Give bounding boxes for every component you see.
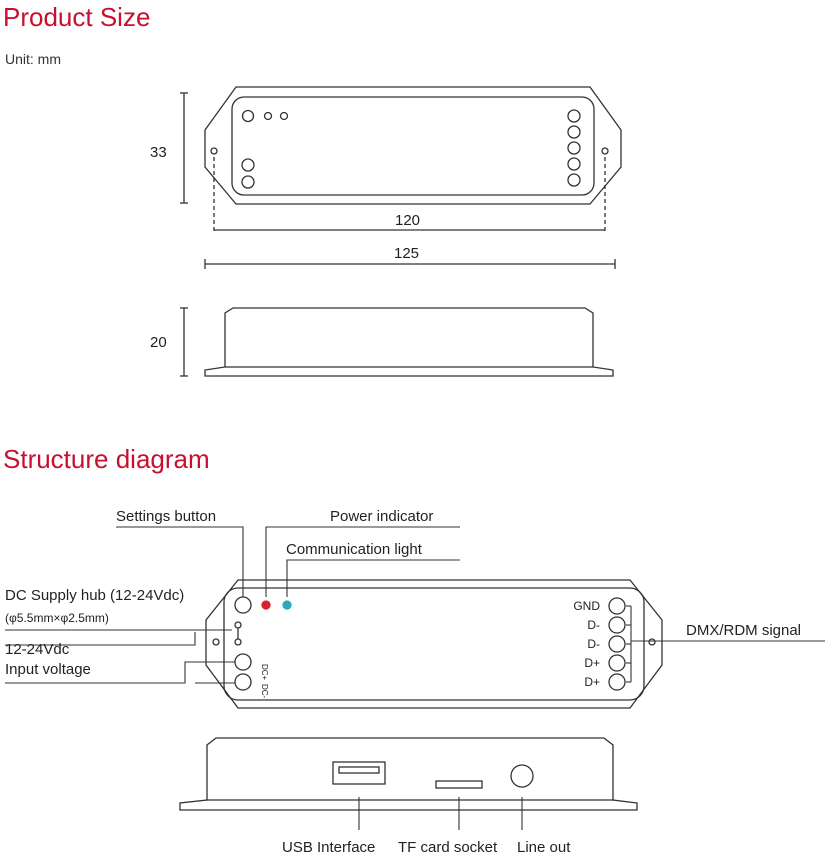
settings-button-label: Settings button	[116, 508, 216, 525]
dim-length-line	[204, 259, 616, 269]
pin-label: D+	[584, 675, 600, 689]
dim-height-text: 33	[150, 144, 167, 161]
pin-label: D-	[587, 637, 600, 651]
dim-hole-spacing-text: 120	[395, 212, 420, 229]
signal-terminals	[608, 597, 626, 691]
power-pin-label: DC-	[260, 684, 269, 699]
dc-supply-label-line1: DC Supply hub (12-24Vdc)	[5, 587, 184, 604]
power-input-terminals	[234, 653, 252, 691]
side-view-outline	[204, 307, 614, 377]
dmx-rdm-label: DMX/RDM signal	[686, 622, 801, 639]
line-out-label: Line out	[517, 839, 571, 856]
tf-card-label: TF card socket	[398, 839, 498, 856]
pin-label: GND	[573, 599, 600, 613]
structure-top-outline	[205, 579, 663, 709]
unit-label: Unit: mm	[5, 51, 61, 67]
product-size-title: Product Size	[3, 2, 151, 32]
dim-height-line	[180, 92, 188, 204]
top-view-outline	[204, 86, 622, 205]
usb-port-inner	[338, 766, 380, 774]
dc-supply-label-line2: (φ5.5mm×φ2.5mm)	[5, 611, 109, 625]
input-voltage-label-line2: Input voltage	[5, 661, 91, 678]
structure-side-outline	[179, 737, 638, 811]
leader-lines	[5, 526, 825, 684]
pin-label: D+	[584, 656, 600, 670]
power-pin-label: DC+	[260, 664, 269, 681]
pin-label: D-	[587, 618, 600, 632]
dc-hub-symbol	[234, 621, 242, 646]
bottom-leader-lines	[358, 797, 523, 830]
dim-length-text: 125	[394, 245, 419, 262]
communication-light-led	[282, 600, 292, 610]
power-indicator-led	[261, 600, 271, 610]
usb-interface-label: USB Interface	[282, 839, 375, 856]
structure-title: Structure diagram	[3, 444, 210, 474]
dim-thickness-line	[180, 307, 188, 377]
line-out-jack[interactable]	[510, 764, 534, 788]
dim-hole-spacing-line	[213, 157, 606, 234]
power-indicator-label: Power indicator	[330, 508, 433, 525]
settings-button[interactable]	[234, 596, 252, 614]
dim-thickness-text: 20	[150, 334, 167, 351]
input-voltage-label-line1: 12-24Vdc	[5, 641, 70, 658]
tf-card-slot[interactable]	[435, 780, 483, 789]
communication-light-label: Communication light	[286, 541, 423, 558]
usb-port[interactable]	[332, 761, 386, 785]
